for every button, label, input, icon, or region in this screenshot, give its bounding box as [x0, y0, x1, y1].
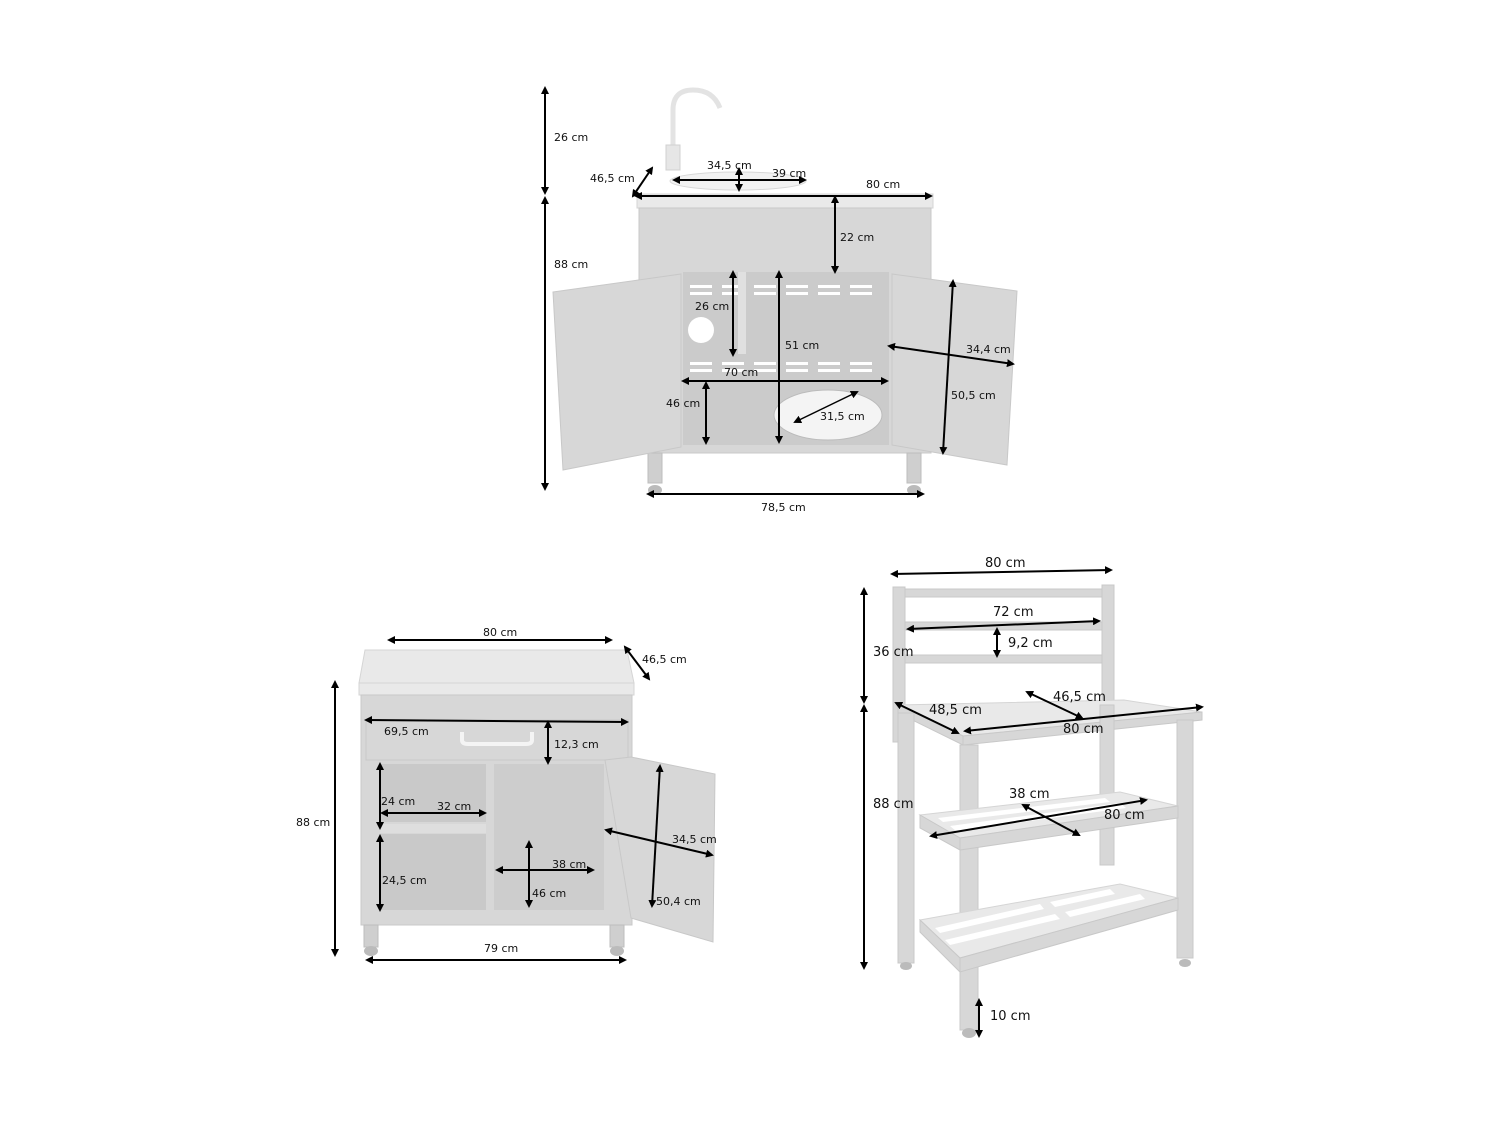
- dim-compartment-height: 46 cm: [532, 887, 566, 900]
- dim-upper-shelf-height: 24 cm: [381, 795, 415, 808]
- dim-door-height: 50,5 cm: [951, 389, 996, 402]
- dim-shelf-depth: 38 cm: [1009, 787, 1050, 802]
- dim-door-height: 50,4 cm: [656, 895, 701, 908]
- dim-door-width: 34,4 cm: [966, 343, 1011, 356]
- dim-depth: 46,5 cm: [590, 172, 635, 185]
- dim-worktop-side: 48,5 cm: [929, 703, 982, 718]
- left-door: [552, 273, 682, 471]
- sink-cabinet: 26 cm 46,5 cm 34,5 cm 39 cm 80 cm 88 cm …: [541, 86, 1018, 514]
- dim-shelf-width: 80 cm: [1104, 808, 1145, 823]
- faucet-icon: [670, 87, 723, 170]
- dim-basin-width: 34,5 cm: [707, 159, 752, 172]
- drawer-cabinet: 80 cm 46,5 cm 88 cm 69,5 cm 12,3 cm 24 c…: [296, 626, 717, 964]
- dim-faucet-height: 26 cm: [554, 131, 588, 144]
- dim-top-width: 80 cm: [483, 626, 517, 639]
- dim-shelf-height: 46 cm: [666, 397, 700, 410]
- dim-interior-height: 51 cm: [785, 339, 819, 352]
- dim-drawer-width: 69,5 cm: [384, 725, 429, 738]
- dim-depth: 46,5 cm: [642, 653, 687, 666]
- dim-base-width: 79 cm: [484, 942, 518, 955]
- dim-apron-height: 22 cm: [840, 231, 874, 244]
- dim-total-height: 88 cm: [296, 816, 330, 829]
- dim-worktop-width: 80 cm: [1063, 722, 1104, 737]
- dim-top-rail-width: 80 cm: [985, 556, 1026, 571]
- dim-basin-length: 39 cm: [772, 167, 806, 180]
- dim-rail-spacing: 9,2 cm: [1008, 636, 1053, 651]
- dim-drain-diameter: 31,5 cm: [820, 410, 865, 423]
- potting-bench: 80 cm 72 cm 9,2 cm 36 cm 46,5 cm 48,5 cm…: [860, 556, 1204, 1038]
- dim-drawer-height: 12,3 cm: [554, 738, 599, 751]
- dim-lower-shelf-height: 24,5 cm: [382, 874, 427, 887]
- dim-backrest-height: 36 cm: [873, 645, 914, 660]
- dim-foot-clearance: 10 cm: [990, 1009, 1031, 1024]
- dim-inner-rail-width: 72 cm: [993, 605, 1034, 620]
- dim-door-width: 34,5 cm: [672, 833, 717, 846]
- dim-compartment-width: 38 cm: [552, 858, 586, 871]
- drawer-handle-icon: [460, 732, 534, 746]
- dim-total-height: 88 cm: [554, 258, 588, 271]
- dim-interior-width: 70 cm: [724, 366, 758, 379]
- right-door: [891, 273, 1018, 466]
- dim-total-height: 88 cm: [873, 797, 914, 812]
- dim-top-width: 80 cm: [866, 178, 900, 191]
- dim-worktop-depth: 46,5 cm: [1053, 690, 1106, 705]
- dim-pipe-height: 26 cm: [695, 300, 729, 313]
- dim-base-width: 78,5 cm: [761, 501, 806, 514]
- dim-shelf-width: 32 cm: [437, 800, 471, 813]
